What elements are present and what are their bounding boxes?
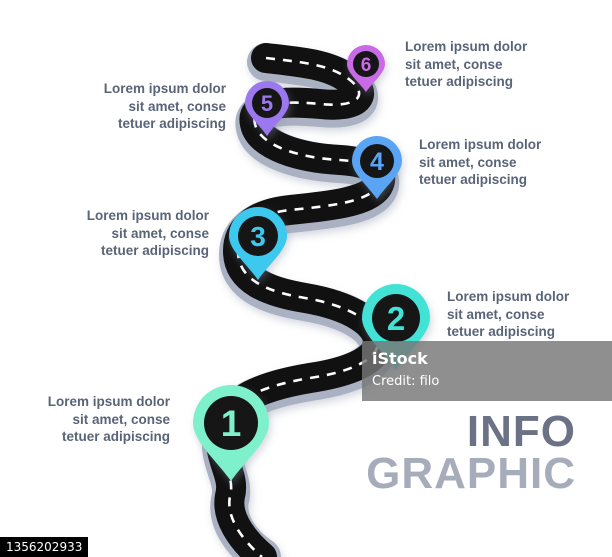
step-2-marker: 2: [362, 284, 430, 370]
text-line: tetuer adipiscing: [100, 243, 209, 258]
title-line-2: GRAPHIC: [366, 449, 576, 498]
pin-center: [252, 88, 282, 118]
step-1-marker: 1: [193, 385, 269, 481]
text-line: sit amet, conse: [447, 306, 545, 322]
pin-center: [204, 396, 258, 450]
step-3-text: Lorem ipsum dolor sit amet, conse tetuer…: [87, 207, 209, 260]
text-line: Lorem ipsum dolor: [47, 394, 170, 409]
step-4-marker: 4: [352, 136, 402, 199]
step-2-text: Lorem ipsum dolor sit amet, conse tetuer…: [447, 288, 569, 341]
watermark-credit: Credit: filo: [372, 374, 440, 389]
pin-center: [238, 216, 278, 256]
image-id-label: 1356202933: [0, 537, 89, 557]
text-line: sit amet, conse: [419, 154, 517, 170]
watermark-logo: iStock: [372, 349, 428, 368]
text-line: tetuer adipiscing: [117, 116, 226, 131]
pin-center: [353, 51, 379, 77]
text-line: Lorem ipsum dolor: [405, 39, 528, 54]
step-4-text: Lorem ipsum dolor sit amet, conse tetuer…: [419, 136, 541, 189]
step-number: 5: [261, 91, 273, 116]
text-line: tetuer adipiscing: [419, 172, 528, 187]
step-number: 3: [250, 221, 266, 252]
stock-watermark: iStock Credit: filo: [362, 341, 612, 401]
step-number: 6: [361, 55, 372, 76]
text-line: Lorem ipsum dolor: [86, 208, 209, 223]
step-number: 2: [387, 300, 405, 337]
text-line: Lorem ipsum dolor: [447, 289, 570, 304]
pin-center: [360, 144, 394, 178]
pin-center: [372, 294, 420, 342]
road-surface: [205, 43, 396, 557]
text-line: sit amet, conse: [111, 225, 209, 241]
text-line: sit amet, conse: [128, 98, 226, 114]
step-5-marker: 5: [245, 81, 289, 136]
step-6-marker: 6: [347, 45, 385, 92]
step-3-marker: 3: [229, 207, 287, 280]
step-number: 1: [221, 403, 242, 444]
title-line-1: INFO: [466, 407, 576, 456]
text-line: tetuer adipiscing: [405, 74, 514, 89]
step-5-text: Lorem ipsum dolor sit amet, conse tetuer…: [104, 80, 226, 133]
step-1-text: Lorem ipsum dolor sit amet, conse tetuer…: [48, 393, 170, 446]
step-6-text: Lorem ipsum dolor sit amet, conse tetuer…: [405, 38, 527, 91]
text-line: tetuer adipiscing: [61, 429, 170, 444]
text-line: sit amet, conse: [72, 411, 170, 427]
step-number: 4: [370, 148, 384, 176]
text-line: Lorem ipsum dolor: [103, 81, 226, 96]
text-line: tetuer adipiscing: [447, 324, 556, 339]
text-line: Lorem ipsum dolor: [419, 137, 542, 152]
text-line: sit amet, conse: [405, 56, 503, 72]
